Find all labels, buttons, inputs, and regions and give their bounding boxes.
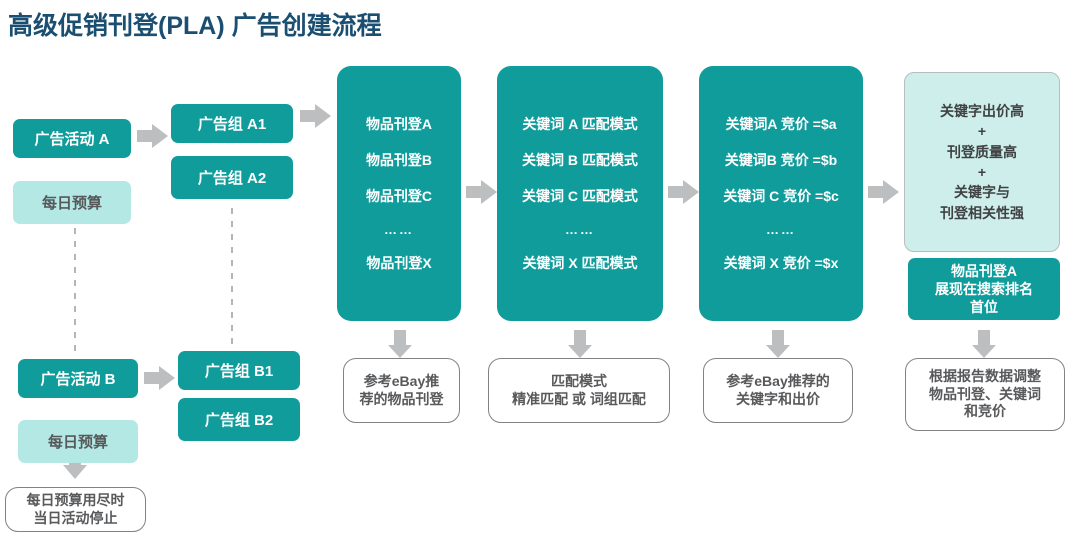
budget-note-line-2: 当日活动停止 (33, 509, 118, 526)
listings-note-line-1: 参考eBay推 (363, 373, 440, 389)
match-types-note: 匹配模式 精准匹配 或 词组匹配 (488, 358, 670, 423)
matchtype-row: 关键词 C 匹配模式 (522, 188, 638, 204)
result-note: 根据报告数据调整 物品刊登、关键词 和竞价 (905, 358, 1065, 431)
budget-note-line-1: 每日预算用尽时 (26, 492, 125, 508)
matchtype-row: 关键词 A 匹配模式 (522, 116, 638, 132)
result-note-line-1: 根据报告数据调整 (929, 368, 1041, 385)
listing-row-ellipsis: …… (384, 222, 414, 237)
result-badge-line-3: 首位 (970, 299, 998, 316)
adgroup-b2-label: 广告组 B2 (204, 412, 274, 429)
arrow-matchtypes-to-bids (668, 180, 699, 204)
result-note-line-2: 物品刊登、关键词 (929, 385, 1041, 402)
adgroup-b1-label: 广告组 B1 (204, 363, 274, 380)
arrow-down-bids-note (766, 330, 790, 358)
bid-row: 关键词B 竞价 =$b (724, 152, 838, 168)
campaign-a-box[interactable]: 广告活动 A (13, 119, 131, 158)
result-note-line-3: 和竞价 (964, 403, 1006, 420)
bid-row-ellipsis: …… (766, 222, 796, 237)
match-note-line-2: 精准匹配 或 词组匹配 (512, 390, 646, 407)
arrow-listings-to-matchtypes (466, 180, 497, 204)
listing-row: 物品刊登X (366, 255, 432, 271)
bids-note: 参考eBay推荐的 关键字和出价 (703, 358, 853, 423)
matchtype-row: 关键词 B 匹配模式 (522, 152, 638, 168)
adgroup-b1-box[interactable]: 广告组 B1 (178, 351, 300, 390)
result-factor: 刊登质量高 (947, 143, 1017, 160)
arrow-down-matchtypes-note (568, 330, 592, 358)
arrow-bids-to-result (868, 180, 899, 204)
arrow-campaignB-to-adgroupsB (144, 366, 175, 390)
adgroup-a2-box[interactable]: 广告组 A2 (171, 156, 293, 199)
campaign-b-label: 广告活动 B (40, 371, 116, 388)
arrow-down-result-note (972, 330, 996, 358)
result-factor-plus: + (977, 164, 987, 180)
panel-listings[interactable]: 物品刊登A 物品刊登B 物品刊登C …… 物品刊登X (337, 66, 461, 321)
panel-match-types[interactable]: 关键词 A 匹配模式 关键词 B 匹配模式 关键词 C 匹配模式 …… 关键词 … (497, 66, 663, 321)
result-factor-plus: + (977, 123, 987, 140)
bid-row: 关键词 C 竞价 =$c (723, 188, 839, 204)
listings-note: 参考eBay推 荐的物品刊登 (343, 358, 460, 423)
campaign-b-box[interactable]: 广告活动 B (18, 359, 138, 398)
bid-row: 关键词 X 竞价 =$x (723, 255, 839, 271)
listings-note-line-2: 荐的物品刊登 (359, 390, 444, 407)
arrow-down-listings-note (388, 330, 412, 358)
adgroup-a1-box[interactable]: 广告组 A1 (171, 104, 293, 143)
bids-note-line-2: 关键字和出价 (736, 390, 820, 407)
campaign-a-label: 广告活动 A (34, 131, 110, 148)
result-factor: 关键字出价高 (940, 103, 1024, 120)
result-factors-panel[interactable]: 关键字出价高 + 刊登质量高 + 关键字与 刊登相关性强 (904, 72, 1060, 252)
result-factor: 刊登相关性强 (940, 204, 1024, 221)
result-badge-line-2: 展现在搜索排名 (935, 280, 1033, 297)
bid-row: 关键词A 竞价 =$a (725, 116, 837, 132)
listing-row: 物品刊登B (365, 152, 433, 168)
page-title: 高级促销刊登(PLA) 广告创建流程 (8, 12, 382, 40)
listing-row: 物品刊登C (365, 188, 433, 204)
campaign-a-budget-label: 每日预算 (41, 195, 102, 212)
match-note-line-1: 匹配模式 (551, 373, 607, 389)
result-badge-line-1: 物品刊登A (950, 262, 1018, 279)
adgroup-a1-label: 广告组 A1 (197, 116, 267, 133)
campaign-b-budget-box[interactable]: 每日预算 (18, 420, 138, 463)
result-badge[interactable]: 物品刊登A 展现在搜索排名 首位 (908, 258, 1060, 320)
panel-bids[interactable]: 关键词A 竞价 =$a 关键词B 竞价 =$b 关键词 C 竞价 =$c …… … (699, 66, 863, 321)
listing-row: 物品刊登A (365, 116, 433, 132)
adgroup-a2-label: 广告组 A2 (197, 170, 267, 187)
matchtype-row-ellipsis: …… (565, 222, 595, 237)
bids-note-line-1: 参考eBay推荐的 (726, 373, 830, 389)
matchtype-row: 关键词 X 匹配模式 (522, 255, 638, 271)
campaign-b-budget-label: 每日预算 (47, 434, 108, 451)
adgroup-b2-box[interactable]: 广告组 B2 (178, 398, 300, 441)
arrow-adgroups-to-listings (300, 104, 331, 128)
arrow-campaignA-to-adgroups (137, 124, 168, 148)
result-factor: 关键字与 (954, 184, 1010, 201)
budget-exhausted-note: 每日预算用尽时 当日活动停止 (5, 487, 146, 532)
campaign-a-budget-box[interactable]: 每日预算 (13, 181, 131, 224)
